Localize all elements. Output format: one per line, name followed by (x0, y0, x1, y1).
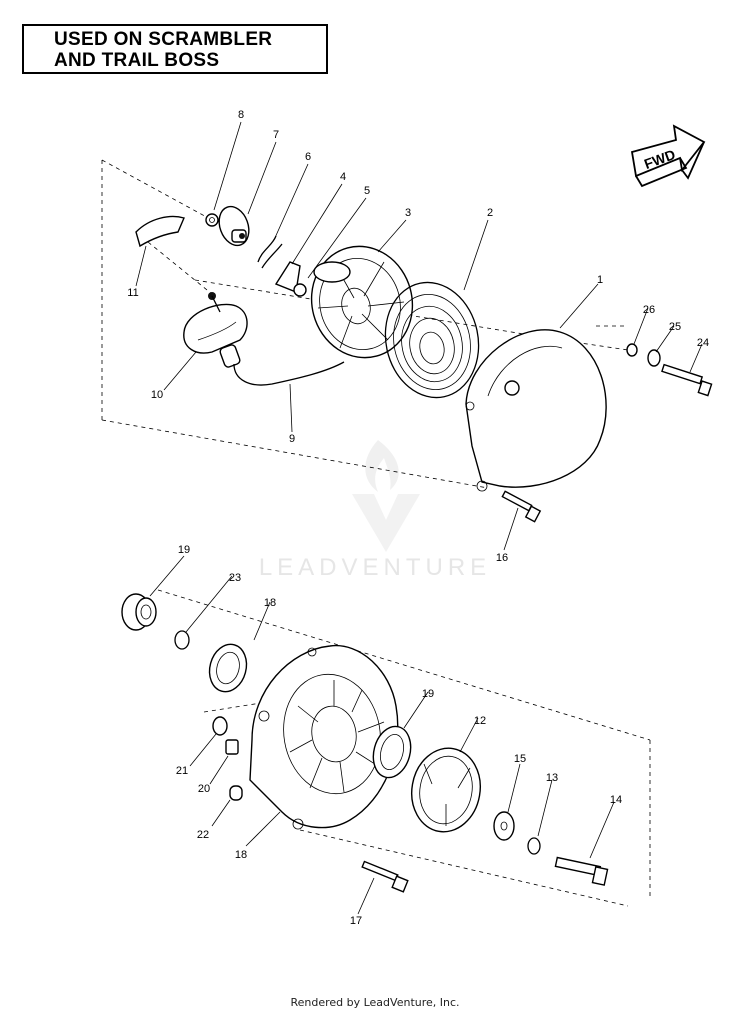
drive-plate-part (218, 205, 250, 247)
callout-8: 8 (238, 109, 244, 121)
callout-leaders (135, 121, 703, 915)
watermark-logo (352, 440, 420, 552)
callout-11: 11 (127, 287, 138, 299)
fwd-arrow-icon: FWD (630, 124, 706, 188)
callout-2: 2 (487, 207, 493, 219)
bolt-16-part (501, 490, 542, 523)
callout-labels: 8 7 6 4 5 3 2 1 11 10 9 26 25 24 16 19 2… (127, 109, 709, 927)
plug-23-part (229, 785, 243, 801)
o-ring-24-part (174, 630, 190, 650)
fitting-21-part (225, 739, 239, 755)
spring-part (257, 235, 283, 269)
starter-rope-part (233, 361, 345, 386)
bolt-14-part (554, 856, 609, 886)
nut-part (205, 213, 219, 227)
title-line-1: USED ON SCRAMBLER (54, 29, 273, 50)
seal-19-lower-part (372, 725, 412, 779)
lockwasher-13-part (527, 837, 541, 855)
bolt-17-part (361, 860, 409, 893)
callout-24: 23 (229, 572, 241, 584)
footer-credit: Rendered by LeadVenture, Inc. (290, 996, 460, 1009)
title-line-2: AND TRAIL BOSS (54, 50, 220, 71)
callout-3: 3 (405, 207, 411, 219)
callout-4: 4 (340, 171, 346, 183)
washer-22-part (212, 716, 228, 736)
crankcase-cover-part (249, 644, 399, 830)
callout-15: 15 (514, 753, 526, 765)
washer-26-part (647, 349, 661, 367)
callout-18: 18 (235, 849, 247, 861)
callout-16: 16 (496, 552, 508, 564)
title-box: USED ON SCRAMBLER AND TRAIL BOSS (22, 24, 328, 74)
callout-25: 24 (697, 337, 709, 349)
reel-part (310, 245, 414, 359)
pawl-part (274, 261, 307, 297)
callout-7: 7 (273, 129, 279, 141)
recoil-spring-part (384, 281, 480, 399)
callout-17: 17 (350, 915, 362, 927)
callout-21: 20 (198, 783, 210, 795)
callout-6: 6 (305, 151, 311, 163)
callout-19-upper: 18 (264, 597, 276, 609)
callout-26: 25 (669, 321, 681, 333)
washer-15-part (493, 811, 515, 841)
callout-5: 5 (364, 185, 370, 197)
seal-20-part (121, 593, 157, 631)
callout-12: 12 (474, 715, 486, 727)
starter-housing-part (465, 329, 607, 492)
starter-pulley-part (411, 747, 481, 833)
callout-27: 26 (643, 304, 655, 316)
watermark-text: LEADVENTURE (259, 554, 491, 581)
callout-1: 1 (597, 274, 603, 286)
starter-handle-part (183, 292, 248, 368)
callout-9: 9 (289, 433, 295, 445)
callout-13: 13 (546, 772, 558, 784)
callout-19-lower: 19 (422, 688, 434, 700)
callout-22: 21 (176, 765, 188, 777)
callout-10: 10 (151, 389, 163, 401)
callout-14: 14 (610, 794, 622, 806)
callout-20: 19 (178, 544, 190, 556)
callout-23: 22 (197, 829, 209, 841)
seal-19-upper-part (208, 643, 248, 693)
bolt-25-part (661, 363, 713, 397)
handle-insert-part (135, 215, 185, 248)
nut-27-part (626, 343, 638, 357)
